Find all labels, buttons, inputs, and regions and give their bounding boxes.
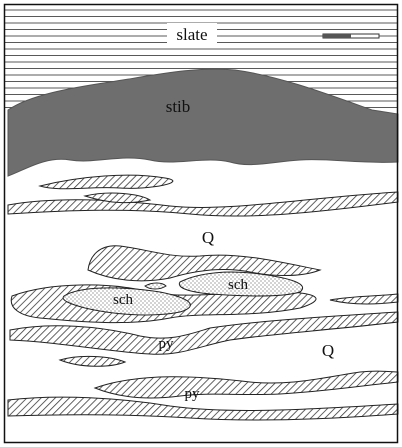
label-stibnite: stib xyxy=(166,97,191,116)
pyrite-vein-9 xyxy=(8,397,398,420)
label-schist-right: sch xyxy=(228,277,248,293)
scale-bar xyxy=(323,34,379,38)
label-pyrite-lower: py xyxy=(185,386,201,402)
schist-sliver xyxy=(145,283,166,289)
stibnite-body xyxy=(8,69,398,176)
pyrite-vein-10 xyxy=(60,356,125,366)
pyrite-vein-8 xyxy=(95,371,398,398)
label-quartz-upper: Q xyxy=(202,228,214,247)
pyrite-vein-2 xyxy=(8,192,398,216)
label-slate: slate xyxy=(176,25,207,44)
label-quartz-lower: Q xyxy=(322,341,334,360)
pyrite-vein-7 xyxy=(330,294,398,304)
label-schist-left: sch xyxy=(113,292,133,308)
pyrite-vein-1 xyxy=(40,175,173,189)
label-pyrite-upper: py xyxy=(159,336,175,352)
